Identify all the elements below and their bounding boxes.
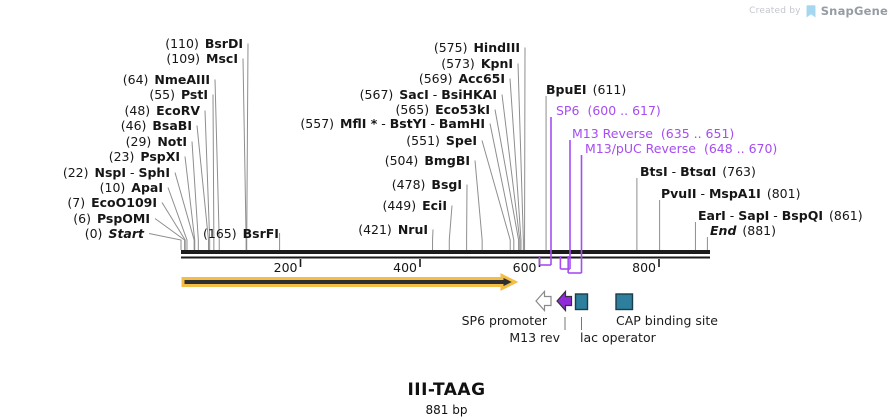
sequence-length: 881 bp [425,403,468,417]
leader-lines [148,43,708,250]
orf-arrow [181,273,519,291]
site-label-eco53ki: (565)Eco53kI [395,102,490,117]
site-label-spei: (551)SpeI [406,133,477,148]
watermark: Created by SnapGene [749,4,888,18]
primer-label-m13-puc-reverse: M13/pUC Reverse(648 .. 670) [585,141,778,156]
m13-rev-arrow [556,289,573,313]
ruler-tick-label: 400 [393,260,417,275]
site-label-psti: (55)PstI [149,87,208,102]
site-label-kpni: (573)KpnI [441,56,513,71]
ruler-tick-label: 600 [513,260,537,275]
snapgene-logo-icon [806,4,816,17]
site-label-bmgbi: (504)BmgBI [384,153,470,168]
watermark-created-by: Created by [749,6,801,16]
site-label-hindiii: (575)HindIII [433,40,520,55]
site-label-mfli: (557)MflI * - BstYI - BamHI [300,116,485,131]
ruler-tick-label: 200 [274,260,298,275]
ruler: 200 400 600 800 [274,259,660,275]
sequence-line [181,250,710,259]
site-label-btsi: BtsI - BtsαI(763) [640,164,756,179]
site-label-ecorv: (48)EcoRV [124,103,200,118]
site-label-pspxi: (23)PspXI [108,149,180,164]
site-label-nspi: (22)NspI - SphI [62,165,170,180]
site-label-ecii: (449)EciI [382,198,447,213]
site-label-msci: (109)MscI [166,51,238,66]
site-label-nrui: (421)NruI [358,222,428,237]
site-label-bsgi: (478)BsgI [391,177,462,192]
site-label-bsabi: (46)BsaBI [120,118,192,133]
site-label-end: End(881) [710,223,777,238]
site-label-saci: (567)SacI - BsiHKAI [359,87,497,102]
cap-binding-site-box [615,293,634,311]
feature-label-cap-binding-site: CAP binding site [616,313,718,328]
watermark-brand: SnapGene [820,4,888,18]
site-label-nmeaiii: (64)NmeAIII [122,72,210,87]
site-label-eari: EarI - SapI - BspQI(861) [698,208,863,223]
site-label-bsrfi: (165)BsrFI [203,226,279,241]
feature-label-lac-operator: lac operator [580,330,656,345]
primer-label-sp6: SP6(600 .. 617) [556,103,661,118]
site-label-acc65i: (569)Acc65I [418,71,505,86]
site-label-bpuei: BpuEI(611) [546,82,627,97]
ruler-tick-label: 800 [632,260,656,275]
map-footer: III-TAAG 881 bp [0,380,893,417]
primer-brackets [538,117,583,274]
site-label-pspomi: (6)PspOMI [73,211,150,226]
site-label-ecoo109i: (7)EcoO109I [67,195,157,210]
sequence-title: III-TAAG [407,380,486,400]
site-label-bsrdi: (110)BsrDI [165,36,243,51]
site-label-apai: (10)ApaI [99,180,163,195]
feature-label-sp6-promoter: SP6 promoter [461,313,547,328]
site-label-start: (0)Start [84,226,144,241]
feature-label-m13-rev: M13 rev [509,330,560,345]
site-label-noti: (29)NotI [125,134,187,149]
lac-operator-box [574,293,589,311]
sp6-promoter-arrow [535,289,552,313]
primer-label-m13-reverse: M13 Reverse(635 .. 651) [572,126,735,141]
site-label-pvuii: PvuII - MspA1I(801) [661,186,801,201]
